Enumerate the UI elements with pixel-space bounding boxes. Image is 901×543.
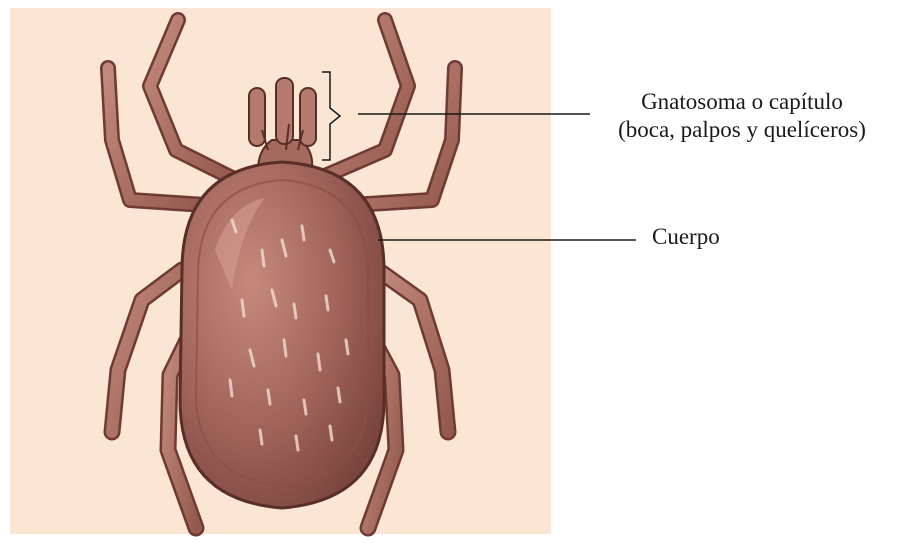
palp-right bbox=[300, 88, 316, 146]
palp-left bbox=[249, 88, 265, 146]
chelicera-center bbox=[276, 78, 293, 144]
gnatosoma-label: Gnatosoma o capítulo (boca, palpos y que… bbox=[592, 88, 892, 144]
tick-body bbox=[180, 162, 384, 508]
gnatosoma-label-line1: Gnatosoma o capítulo bbox=[592, 88, 892, 116]
cuerpo-label: Cuerpo bbox=[652, 223, 762, 251]
gnatosoma-label-line2: (boca, palpos y quelíceros) bbox=[592, 116, 892, 144]
